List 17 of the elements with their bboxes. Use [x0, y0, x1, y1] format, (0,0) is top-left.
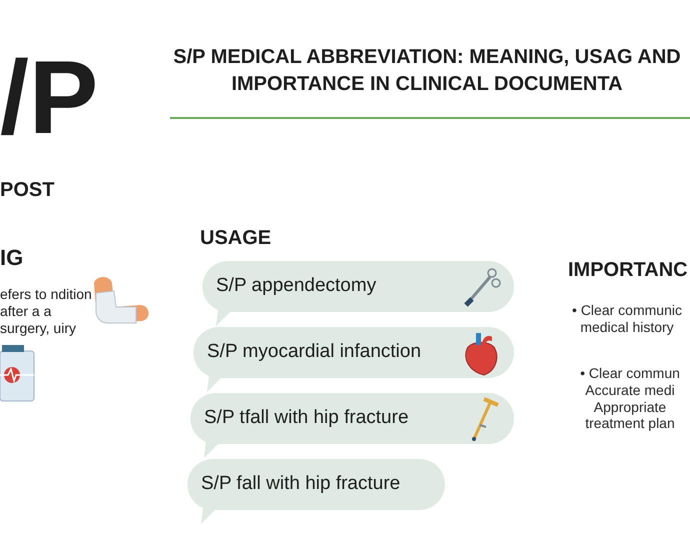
usage-example: S/P myocardial infanction [207, 340, 422, 362]
bullet-point: • Clear communic medical history [571, 302, 683, 336]
section-heading: USAGE [200, 226, 272, 250]
usage-example: S/P tfall with hip fracture [204, 406, 409, 428]
usage-example: S/P fall with hip fracture [201, 472, 400, 494]
speech-bubble [187, 459, 445, 524]
heading: POST [0, 178, 54, 202]
section-heading: IMPORTANC [568, 258, 688, 282]
speech-bubble [193, 327, 514, 392]
description-text: efers to ndition after a a surgery, uiry [0, 286, 93, 336]
speech-bubble [190, 393, 514, 458]
bullet-point: • Clear commun Accurate medi Appropriate treatment plan [579, 365, 681, 432]
section-heading: IG [0, 245, 24, 272]
abbreviation-heading: /P [0, 46, 98, 150]
usage-example: S/P appendectomy [216, 274, 376, 296]
title: S/P MEDICAL ABBREVIATION: MEANING, USAG AND IMPORTANCE IN CLINICAL DOCUMENTA [172, 45, 682, 97]
speech-bubble [202, 261, 514, 326]
